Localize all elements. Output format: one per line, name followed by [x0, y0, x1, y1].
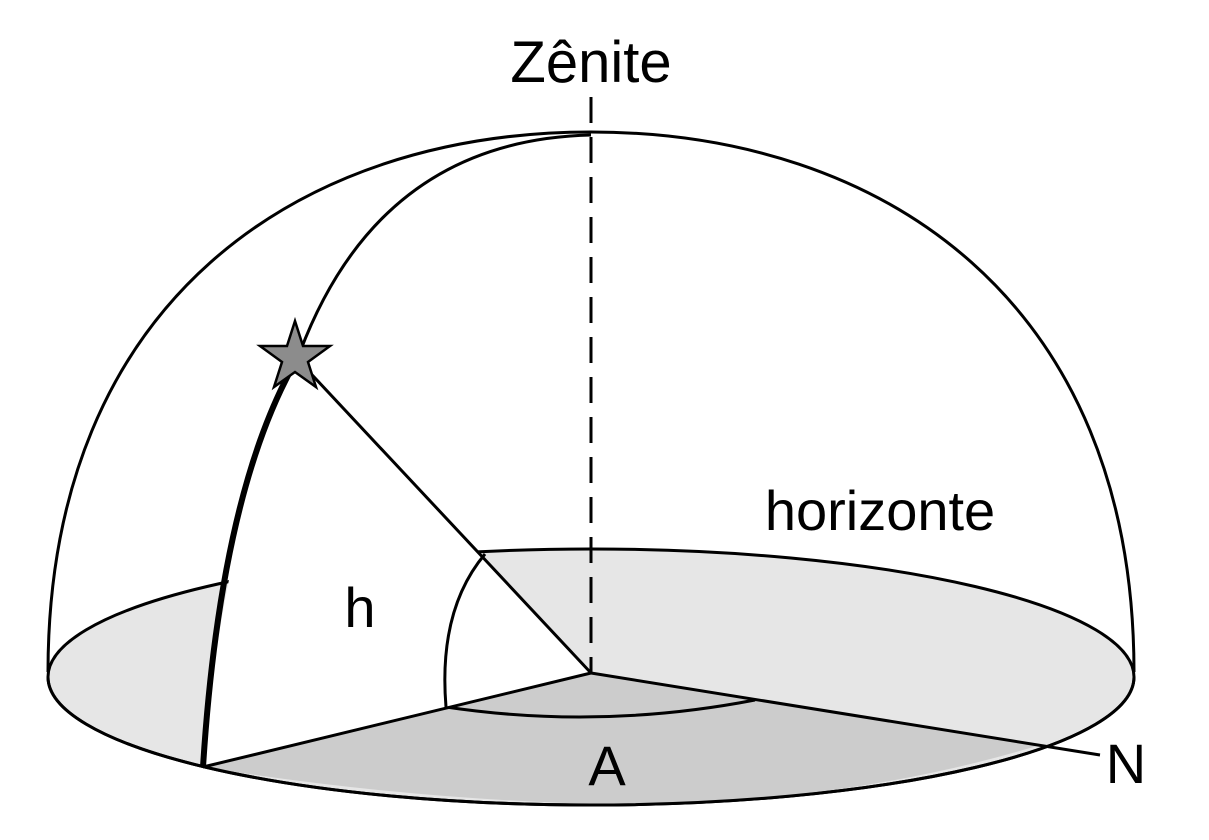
north-label: N [1106, 732, 1146, 795]
altitude-label: h [344, 576, 375, 639]
star-icon [256, 316, 334, 391]
celestial-hemisphere [46, 130, 1136, 673]
azimuth-origin-line [202, 671, 592, 769]
azimuth-label: A [588, 734, 626, 797]
vertical-circle-upper [298, 133, 592, 353]
zenith-label: Zênite [510, 30, 671, 95]
north-line [590, 671, 1101, 757]
horizon-label: horizonte [765, 479, 995, 542]
altitude-plane [203, 365, 591, 767]
altitude-arc [443, 553, 487, 708]
azimuth-arc [445, 698, 756, 719]
horizon-rim-front [46, 676, 1136, 807]
line-of-sight [298, 360, 593, 675]
vertical-circle-altitude [200, 366, 295, 768]
azimuth-sector [203, 673, 1040, 805]
